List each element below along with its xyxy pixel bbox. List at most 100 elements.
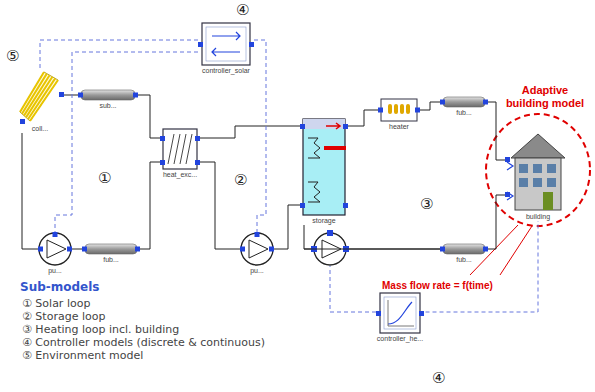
connector-port [269, 247, 274, 252]
connector-port [419, 311, 424, 316]
control-signal [426, 221, 539, 312]
fluid-connection [274, 205, 300, 249]
controller-block-icon [376, 292, 424, 334]
connector-port [133, 93, 138, 98]
solar-collector: coll... [16, 68, 64, 133]
component-label: storage [312, 217, 335, 225]
component-label: pu... [250, 267, 264, 275]
list-item: ③ Heating loop incl. building [22, 323, 179, 336]
connector-port [195, 136, 200, 141]
component-label: heat_exc... [163, 171, 197, 179]
list-item: ④ Controller models (discrete & continuo… [22, 336, 265, 349]
connector-port [343, 203, 348, 208]
pump-symbol [304, 230, 440, 265]
pipe-segment: sub... [78, 89, 138, 110]
control-signal [254, 40, 266, 232]
component-label: sub... [99, 102, 116, 110]
connector-port [135, 247, 140, 252]
connector-port [483, 100, 488, 105]
callout-note: Mass flow rate = f(time) [382, 280, 493, 291]
pipe-segment-icon [440, 96, 488, 108]
pump-symbol: pu... [38, 232, 72, 275]
storage-tank: storage [300, 118, 348, 225]
component-label: fub... [456, 256, 472, 264]
fluid-connection [348, 110, 378, 126]
connector-port [78, 93, 83, 98]
component-label: fub... [103, 256, 119, 264]
pipe-segment-icon [82, 243, 140, 255]
callout-number: ④ [432, 370, 445, 387]
connector-port [249, 42, 254, 47]
list-item: ⑤ Environment model [22, 349, 143, 362]
fluid-connection [488, 195, 505, 249]
adaptive-building-ellipse [486, 114, 590, 226]
fluid-connection [488, 102, 505, 160]
callout-number: ① [98, 170, 111, 187]
fluid-connection [22, 133, 38, 249]
callout-number: ⑤ [6, 48, 19, 65]
connector-port [198, 42, 203, 47]
pump-symbol-icon [38, 232, 72, 266]
callout-number: ③ [420, 196, 433, 213]
connector-port [440, 247, 445, 252]
connector-port [240, 247, 245, 252]
pump-symbol: pu... [240, 232, 274, 275]
pipe-segment: fub... [440, 96, 488, 117]
connector-port [300, 203, 305, 208]
component-label: coll... [32, 125, 48, 133]
pipe-segment-icon [78, 89, 138, 101]
connector-port [343, 124, 348, 129]
connector-port [20, 119, 25, 124]
connector-port [59, 92, 64, 97]
connector-port [67, 247, 72, 252]
list-item: ① Solar loop [22, 297, 90, 310]
pump-symbol-icon [240, 232, 274, 266]
connector-port [255, 232, 260, 237]
callout-number: ② [234, 172, 247, 189]
list-item: ② Storage loop [22, 310, 105, 323]
storage-tank-icon [300, 118, 348, 216]
callout-note: Adaptive building model [500, 84, 590, 110]
fluid-connection [140, 162, 160, 249]
fluid-connection [138, 95, 160, 138]
heater-block: heater [378, 98, 420, 131]
control-signal [55, 52, 198, 232]
component-label: controller_solar [202, 67, 250, 75]
list-heading: Sub-models [20, 280, 100, 294]
control-signal [40, 40, 198, 68]
fluid-connection [200, 126, 300, 138]
callout-number: ④ [236, 2, 249, 19]
connector-port [440, 100, 445, 105]
building-model: building [505, 128, 571, 221]
fluid-connection [304, 225, 440, 249]
connector-port [300, 124, 305, 129]
component-label: pu... [48, 267, 62, 275]
fluid-connection [64, 95, 78, 96]
connector-port [160, 136, 165, 141]
pipe-segment: fub... [82, 243, 140, 264]
pipe-segment-icon [440, 243, 488, 255]
control-signal [330, 266, 376, 312]
heat-exchanger: heat_exc... [160, 128, 200, 179]
component-label: controller_he... [377, 335, 423, 343]
fluid-connection [72, 249, 82, 250]
pipe-segment: fub... [440, 243, 488, 264]
connector-port [82, 247, 87, 252]
component-label: heater [389, 123, 409, 131]
component-label: building [526, 213, 550, 221]
controller-block: controller_solar [198, 22, 254, 75]
connector-port [195, 160, 200, 165]
connector-port [38, 247, 43, 252]
connector-port [505, 157, 510, 162]
connector-port [160, 160, 165, 165]
heater-block-icon [378, 98, 420, 122]
connector-port [53, 232, 58, 237]
connector-port [505, 192, 510, 197]
connector-port [378, 108, 383, 113]
connector-port [376, 311, 381, 316]
controller-block-icon [198, 22, 254, 66]
heat-exchanger-icon [160, 128, 200, 170]
connector-port [483, 247, 488, 252]
component-label: fub... [456, 109, 472, 117]
